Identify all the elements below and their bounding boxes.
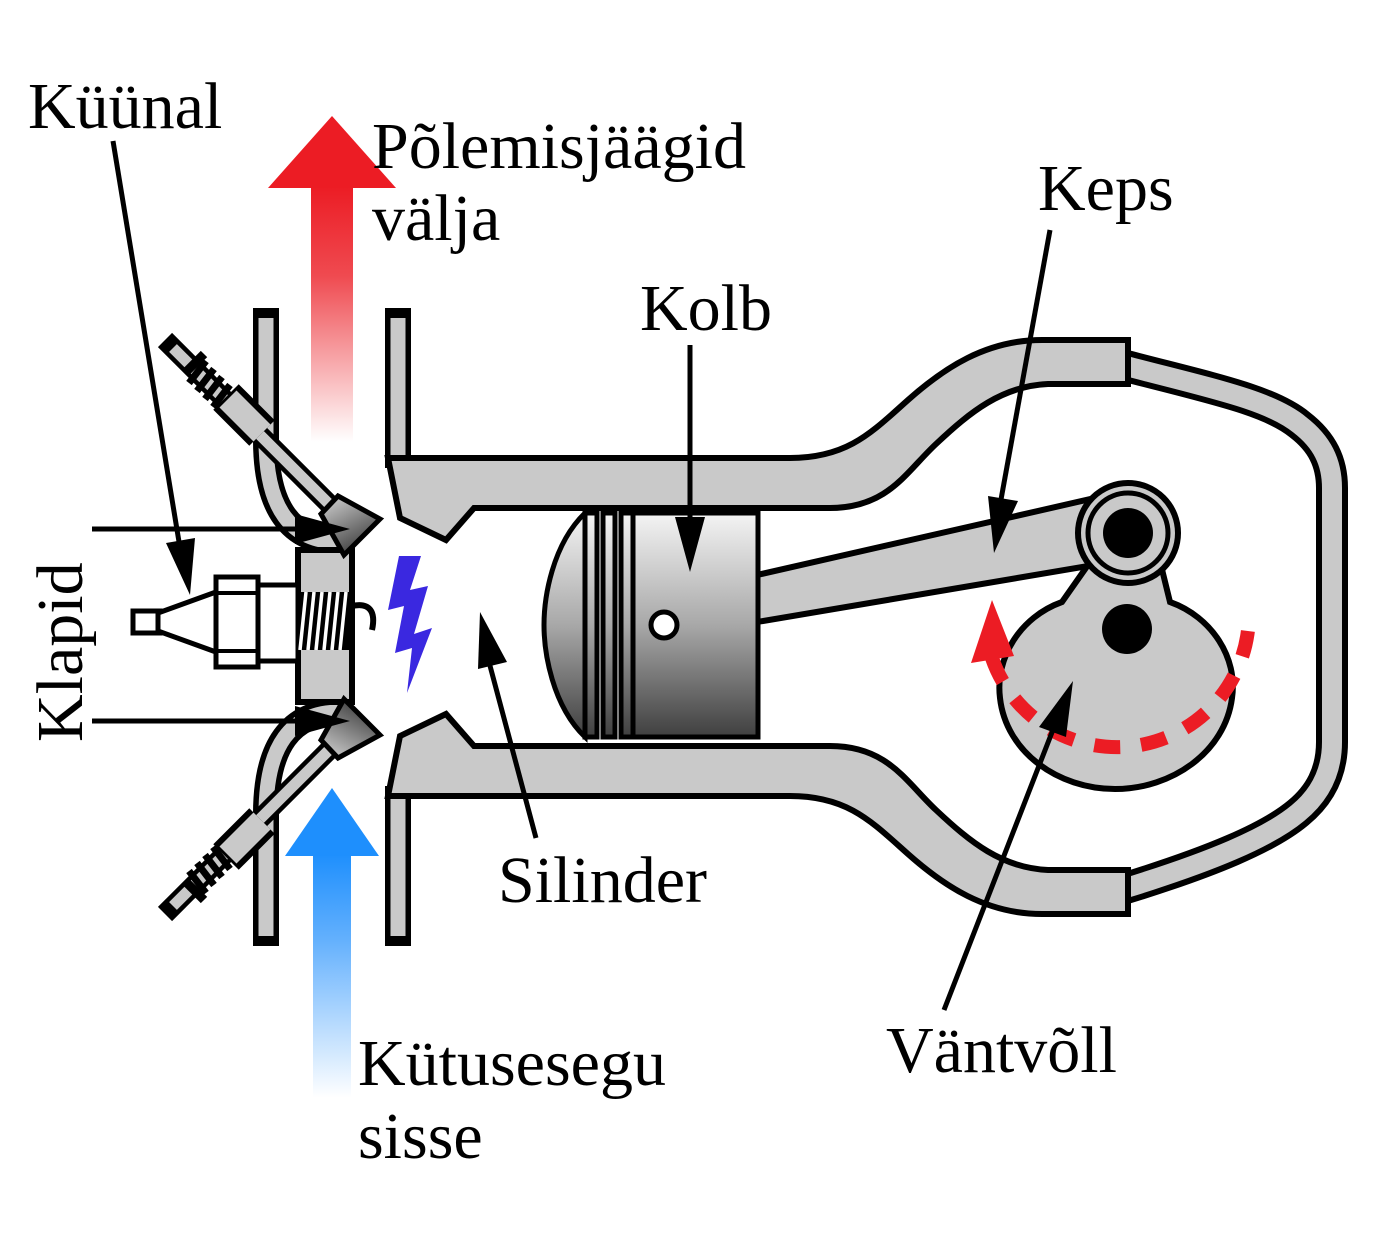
pointer-arrowheads [166,496,1073,737]
spring-retainer [182,878,208,904]
label-piston: Kolb [640,272,772,345]
wrist-pin [648,609,680,641]
label-crankshaft: Väntvõll [886,1014,1117,1087]
rod-pointer-line [997,229,1053,506]
valves-arrowhead-top [295,514,350,544]
spark-plug [130,574,377,670]
spark-lightning-icon [388,556,432,693]
pointer-lines [92,140,1059,1011]
valves-arrowhead-bottom [295,706,350,736]
intake-valve-head [317,694,385,762]
cylinder-top-wall [384,337,1131,544]
spark-plug-electrode [351,602,377,631]
label-valves: Klapid [24,562,97,742]
crankshaft-journal [1102,604,1152,654]
rod-arrowhead [988,496,1018,553]
intake-flow-arrow [285,788,379,1098]
rotation-arc-arrowhead [971,600,1014,663]
intake-arrow-head [285,788,379,856]
exhaust-arrow-shaft [311,186,353,442]
exhaust-valve [157,332,385,560]
spark-plug-insulator-cone [155,588,219,656]
spark-plug-shell [255,582,301,664]
cylinder-pointer-line [486,661,539,839]
spring-retainer [182,350,208,376]
spark-plug-hex-body [213,574,261,670]
rotation-direction-arc [985,629,1255,755]
crankcase-housing-tube [1121,350,1348,904]
valve-guide [219,390,271,442]
exhaust-flow-arrow [268,116,396,442]
label-exhaust-out-line2: välja [372,182,500,255]
crank-pin [1103,508,1153,558]
piston-ring [600,510,618,740]
spark-plug-pointer-line [110,140,185,561]
piston [541,507,761,743]
crankshaft-pointer-line [941,721,1059,1011]
label-spark-plug: Küünal [28,70,222,143]
piston-dome [541,507,588,743]
piston-arrowhead [675,517,705,572]
exhaust-arrow-head [268,116,396,188]
label-fuel-in-line2: sisse [358,1100,483,1173]
cylinder-arrowhead [478,612,507,669]
label-exhaust-out-line1: Põlemisjäägid [372,110,746,183]
label-fuel-in-line1: Kütusesegu [358,1027,666,1100]
valve-guide [219,812,271,864]
piston-ring [582,510,600,740]
label-cylinder: Silinder [498,844,707,917]
crankshaft-arrowhead [1039,681,1073,737]
intake-valve [157,694,385,922]
exhaust-valve-head [317,492,385,560]
label-connecting-rod: Keps [1038,152,1174,225]
cylinder-bottom-wall [384,710,1131,917]
thread-hatching [298,591,348,651]
spark-plug-arrowhead [166,538,195,595]
intake-arrow-shaft [313,854,351,1098]
